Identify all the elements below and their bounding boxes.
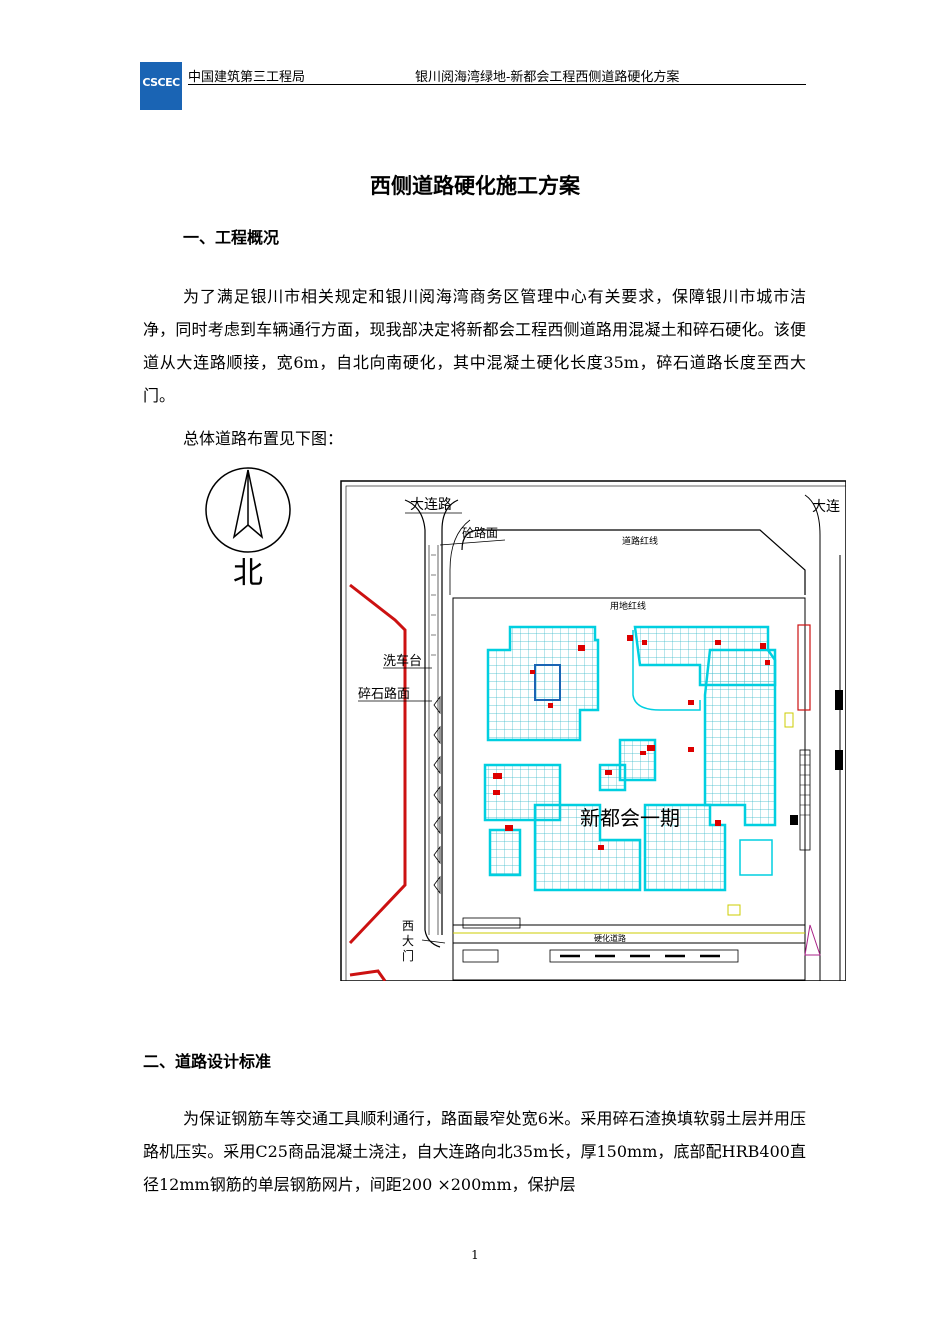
design-standard-paragraph: 为保证钢筋车等交通工具顺利通行，路面最窄处宽6米。采用碎石渣换填软弱土层并用压路… bbox=[143, 1109, 806, 1194]
label-hardened-road: 硬化道路 bbox=[594, 933, 626, 943]
section-heading-overview: 一、工程概况 bbox=[183, 228, 280, 247]
page-number: 1 bbox=[471, 1248, 479, 1262]
header-project: 银川阅海湾绿地-新都会工程西侧道路硬化方案 bbox=[415, 70, 680, 85]
north-label: 北 bbox=[233, 556, 263, 591]
figure-caption: 总体道路布置见下图： bbox=[183, 429, 344, 448]
equipment-marks bbox=[493, 635, 770, 850]
label-gravel-surface: 碎石路面 bbox=[358, 686, 410, 702]
north-arrow-icon bbox=[205, 467, 291, 553]
logo-text: CSCEC bbox=[142, 76, 180, 89]
land-boundary bbox=[452, 597, 806, 981]
building-footprints bbox=[483, 625, 777, 892]
plan-frame bbox=[340, 480, 846, 981]
section-heading-design-standard: 二、道路设计标准 bbox=[143, 1052, 272, 1071]
road-red-line-boundary bbox=[461, 529, 806, 595]
west-red-line bbox=[348, 583, 407, 945]
label-west-gate-2: 大 bbox=[402, 934, 414, 948]
label-road-red-line: 道路红线 bbox=[622, 535, 658, 547]
east-details bbox=[727, 624, 843, 956]
label-west-gate-1: 西 bbox=[402, 919, 414, 933]
label-project-name: 新都会一期 bbox=[580, 806, 680, 830]
label-road-north-right: 大连 bbox=[812, 499, 840, 515]
label-west-gate-3: 门 bbox=[402, 948, 414, 963]
site-plan-figure: 北 bbox=[205, 467, 846, 981]
label-road-north: 大连路 bbox=[410, 497, 452, 513]
label-car-wash: 洗车台 bbox=[383, 653, 422, 669]
label-land-red-line: 用地红线 bbox=[610, 600, 646, 612]
document-title: 西侧道路硬化施工方案 bbox=[370, 173, 580, 198]
label-concrete-surface: 砼路面 bbox=[462, 525, 498, 540]
company-logo: CSCEC bbox=[140, 62, 182, 110]
overview-paragraph: 为了满足银川市相关规定和银川阅海湾商务区管理中心有关要求，保障银川市城市洁净，同… bbox=[143, 287, 806, 405]
south-hardened-road bbox=[453, 917, 805, 963]
header-company: 中国建筑第三工程局 bbox=[188, 70, 306, 85]
header-divider bbox=[188, 84, 806, 85]
